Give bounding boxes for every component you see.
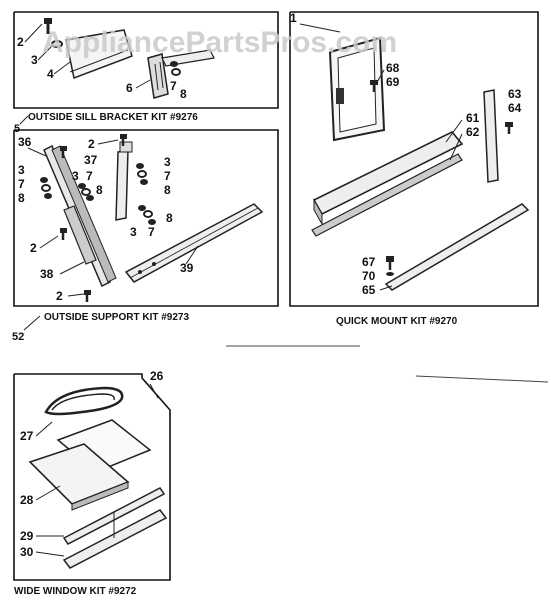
quick-mount-bottom-rail <box>384 203 530 291</box>
wide-window-foam-seal <box>44 386 124 416</box>
quick-mount-upright-bar <box>483 89 499 183</box>
support-screws <box>60 134 127 302</box>
callout-36: 36 <box>18 135 32 149</box>
scan-line <box>415 375 549 383</box>
sill-bracket-plate <box>65 29 133 80</box>
callout-7-mid: 7 <box>86 169 93 183</box>
callout-3-left: 3 <box>18 163 25 177</box>
callout-1: 1 <box>290 11 297 25</box>
callout-8: 8 <box>180 87 187 101</box>
callout-7-lower: 7 <box>148 225 155 239</box>
support-kit-title: OUTSIDE SUPPORT KIT #9273 <box>44 312 189 323</box>
callout-2-mid: 2 <box>30 241 37 255</box>
sill-washer <box>51 40 63 48</box>
callout-2: 2 <box>17 35 24 49</box>
callout-3-right: 3 <box>164 155 171 169</box>
quick-mount-kit-panel: 1 68 69 61 62 63 64 67 70 65 QUICK MOUNT… <box>289 11 539 327</box>
callout-3-lower: 3 <box>130 225 137 239</box>
sill-bracket-kit-border <box>13 11 279 109</box>
callout-27: 27 <box>20 429 34 443</box>
callout-4: 4 <box>47 67 54 81</box>
wide-window-kit-panel: 26 27 28 29 30 WIDE WINDOW KIT #9272 <box>13 369 171 597</box>
callout-70: 70 <box>362 269 376 283</box>
sill-bracket-kit-panel: 2 3 4 6 7 8 OUTSIDE SILL BRACKET KIT #92… <box>13 11 279 135</box>
wide-window-kit-border <box>13 373 171 581</box>
callout-39: 39 <box>180 261 194 275</box>
callout-52: 52 <box>12 331 24 343</box>
callout-68: 68 <box>386 61 400 75</box>
watermark: AppliancePartsPros.com <box>42 26 397 59</box>
support-hardware <box>40 163 156 225</box>
callout-69: 69 <box>386 75 400 89</box>
sill-nut <box>170 61 178 67</box>
quick-mount-kit-title: QUICK MOUNT KIT #9270 <box>336 316 458 327</box>
callout-7-right: 7 <box>164 169 171 183</box>
callout-8-right: 8 <box>164 183 171 197</box>
callout-8-lower: 8 <box>166 211 173 225</box>
callout-61: 61 <box>466 111 480 125</box>
support-kit-border <box>13 129 279 307</box>
callout-3-mid: 3 <box>72 169 79 183</box>
sill-lock-washer <box>171 68 181 76</box>
callout-29: 29 <box>20 529 34 543</box>
sill-screw <box>44 18 52 34</box>
callout-2-top: 2 <box>88 137 95 151</box>
callout-5: 5 <box>14 123 20 135</box>
callout-3: 3 <box>31 53 38 67</box>
callout-63: 63 <box>508 87 522 101</box>
callout-28: 28 <box>20 493 34 507</box>
quick-mount-washer <box>386 272 394 276</box>
support-slide-bracket <box>63 205 97 265</box>
callout-30: 30 <box>20 545 34 559</box>
callout-8-mid: 8 <box>96 183 103 197</box>
quick-mount-screw <box>386 256 394 262</box>
quick-mount-seal-strip <box>311 153 463 237</box>
callout-2-bottom: 2 <box>56 289 63 303</box>
quick-mount-kit-border <box>289 11 539 307</box>
callout-64: 64 <box>508 101 522 115</box>
support-kit-panel: 36 2 37 3 7 8 3 7 8 3 7 8 3 7 8 2 38 2 3… <box>12 129 279 343</box>
callout-6: 6 <box>126 81 133 95</box>
support-upright-bracket <box>115 149 129 221</box>
callout-7-left: 7 <box>18 177 25 191</box>
callout-38: 38 <box>40 267 54 281</box>
sill-bracket-kit-title: OUTSIDE SILL BRACKET KIT #9276 <box>28 112 198 123</box>
callout-37: 37 <box>84 153 98 167</box>
quick-mount-filler-block <box>312 131 464 216</box>
callout-26: 26 <box>150 369 164 383</box>
wide-window-rail-lower <box>62 509 168 569</box>
callout-67: 67 <box>362 255 376 269</box>
callout-7: 7 <box>170 79 177 93</box>
wide-window-kit-title: WIDE WINDOW KIT #9272 <box>14 586 137 597</box>
callout-62: 62 <box>466 125 480 139</box>
callout-65: 65 <box>362 283 376 297</box>
callout-8-left: 8 <box>18 191 25 205</box>
